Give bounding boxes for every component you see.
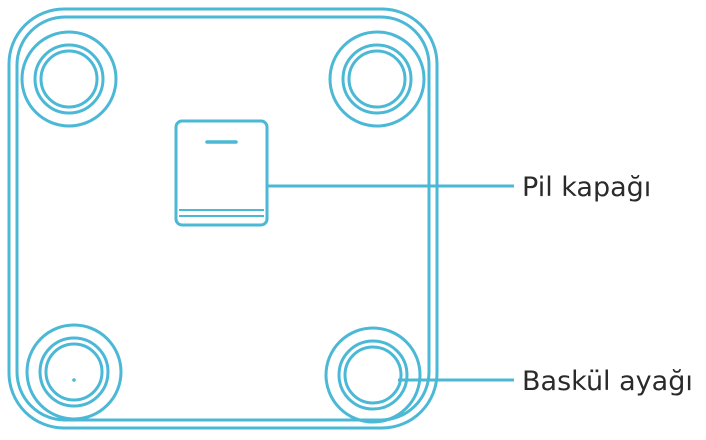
scale-foot-bottom-right [324, 326, 422, 424]
scale-body-outer [7, 7, 439, 430]
scale-foot-label: Baskül ayağı [522, 366, 693, 397]
battery-cover-label: Pil kapağı [522, 172, 651, 203]
scale-foot-top-right [328, 30, 426, 128]
battery-cover [174, 119, 269, 227]
scale-body-inner [15, 15, 431, 422]
scale-foot-bottom-left [25, 323, 123, 421]
scale-foot-top-left [20, 30, 118, 128]
foot-center-dot [72, 378, 76, 382]
